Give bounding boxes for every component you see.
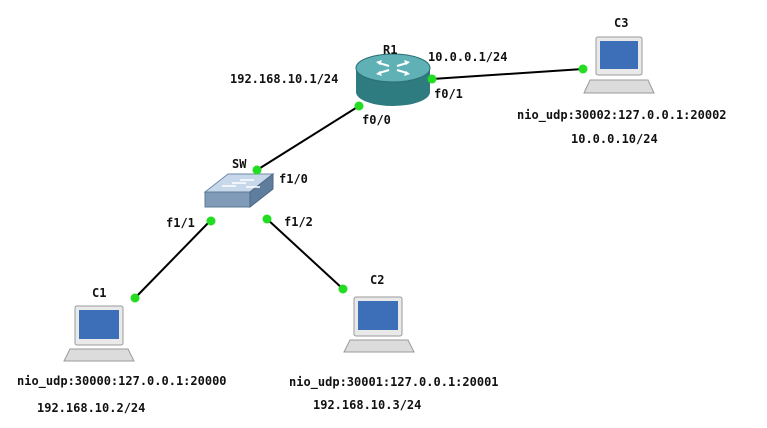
pc-c2-ip: 192.168.10.3/24	[313, 398, 421, 412]
links	[134, 68, 584, 299]
pc-icon	[63, 305, 135, 362]
pc-c3-ip: 10.0.0.10/24	[571, 132, 658, 146]
link-sw-c2[interactable]	[266, 218, 344, 290]
port-label-sw-f1-2: f1/2	[284, 215, 313, 229]
switch-icon	[203, 172, 275, 209]
router-r1[interactable]: R1 192.168.10.1/24 10.0.0.1/24	[230, 43, 507, 106]
link-sw-c1[interactable]	[134, 219, 212, 299]
port-dot-sw-f1-0	[252, 165, 262, 175]
link-r1-sw[interactable]	[256, 105, 360, 171]
port-dot-sw-f1-1	[206, 216, 216, 226]
switch-sw[interactable]: SW	[203, 157, 275, 209]
port-dot-c1	[130, 293, 140, 303]
port-dot-sw-f1-2	[262, 214, 272, 224]
pc-c1[interactable]: C1 nio_udp:30000:127.0.0.1:20000 192.168…	[17, 286, 227, 415]
port-dot-r1-f0-0	[354, 101, 364, 111]
router-name: R1	[383, 43, 397, 57]
port-label-r1-f0-1: f0/1	[434, 87, 463, 101]
router-ip-left: 192.168.10.1/24	[230, 72, 338, 86]
port-dot-c2	[338, 284, 348, 294]
port-label-r1-f0-0: f0/0	[362, 113, 391, 127]
pc-c3[interactable]: C3 nio_udp:30002:127.0.0.1:20002 10.0.0.…	[517, 16, 727, 146]
link-r1-c3[interactable]	[431, 68, 584, 80]
port-label-sw-f1-0: f1/0	[279, 172, 308, 186]
switch-name: SW	[232, 157, 247, 171]
router-ip-right: 10.0.0.1/24	[428, 50, 507, 64]
pc-c3-name: C3	[614, 16, 628, 30]
port-indicators	[130, 64, 588, 303]
router-icon	[355, 53, 431, 106]
pc-c2-name: C2	[370, 273, 384, 287]
port-dot-c3	[578, 64, 588, 74]
pc-icon	[343, 296, 415, 353]
port-labels: f0/0 f0/1 f1/0 f1/1 f1/2	[166, 87, 463, 230]
pc-c1-name: C1	[92, 286, 106, 300]
pc-c1-nio: nio_udp:30000:127.0.0.1:20000	[17, 374, 227, 389]
pc-c2-nio: nio_udp:30001:127.0.0.1:20001	[289, 375, 499, 390]
pc-c2[interactable]: C2 nio_udp:30001:127.0.0.1:20001 192.168…	[289, 273, 499, 412]
pc-c1-ip: 192.168.10.2/24	[37, 401, 145, 415]
port-dot-r1-f0-1	[427, 74, 437, 84]
pc-icon	[583, 36, 655, 94]
port-label-sw-f1-1: f1/1	[166, 216, 195, 230]
pc-c3-nio: nio_udp:30002:127.0.0.1:20002	[517, 108, 727, 123]
